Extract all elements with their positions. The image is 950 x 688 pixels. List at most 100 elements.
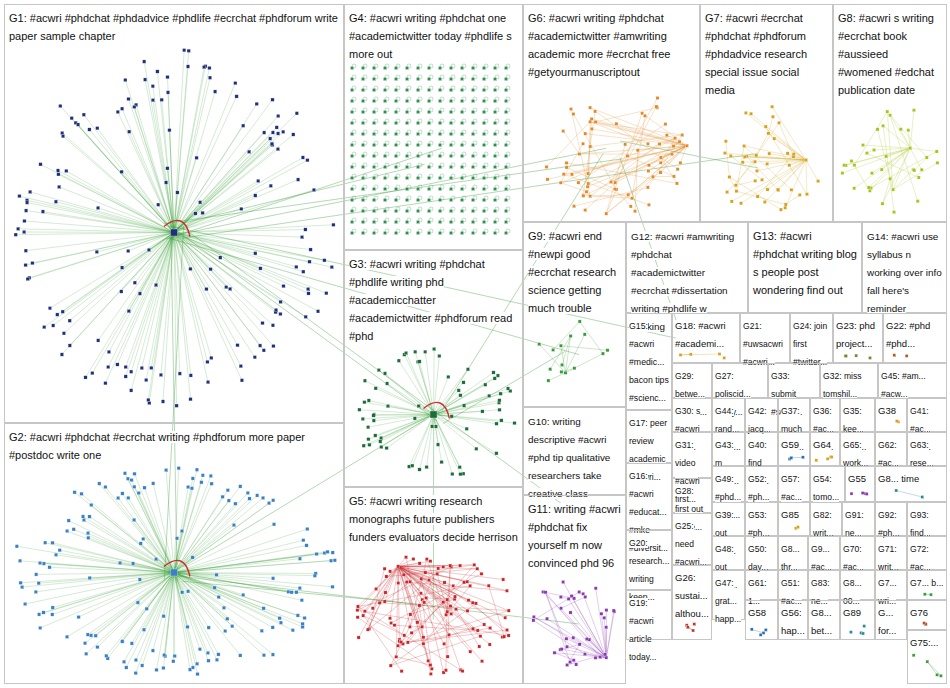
network-edge [174,560,335,572]
network-vertex [427,77,430,80]
network-vertex [271,131,274,134]
network-vertex [121,640,124,643]
network-vertex [201,211,204,214]
network-vertex [379,440,382,443]
network-edge [174,559,300,573]
network-vertex [589,120,592,123]
network-vertex [350,220,353,223]
network-edge [174,573,262,631]
network-edge [489,586,505,637]
network-edge [365,381,434,415]
network-vertex [446,598,449,601]
network-vertex [94,634,97,637]
network-vertex [406,641,409,644]
network-vertex [449,198,452,201]
network-vertex [450,415,453,418]
network-vertex [850,492,853,495]
network-vertex [545,617,548,620]
network-vertex [363,379,366,382]
network-edge [174,132,283,233]
network-vertex [236,344,239,347]
network-edge [606,612,614,658]
network-vertex [15,545,18,548]
network-vertex [56,313,59,316]
network-edge [174,233,332,268]
network-edge [464,574,482,583]
network-vertex [173,654,176,657]
network-edge [583,146,687,196]
network-edge [44,564,174,573]
network-vertex [372,414,375,417]
network-vertex [647,169,650,172]
network-vertex [383,176,386,179]
network-edge [174,233,260,269]
network-vertex [350,209,353,212]
network-edge [174,83,235,232]
network-vertex [298,586,301,589]
network-vertex [292,133,295,136]
network-vertex [482,132,485,135]
network-vertex [356,605,359,608]
network-vertex [371,607,374,610]
network-vertex [482,209,485,212]
network-vertex [493,99,496,102]
network-vertex [383,88,386,91]
network-vertex [788,164,791,167]
network-vertex [502,578,505,581]
network-vertex [449,88,452,91]
network-vertex [306,287,309,290]
network-edge [174,545,307,572]
network-vertex [766,162,769,165]
network-vertex [418,604,421,607]
network-edge [398,566,450,606]
network-edge [434,376,498,415]
network-vertex [586,185,589,188]
network-vertex [445,613,448,616]
network-edge [57,233,174,315]
network-vertex [357,636,360,639]
network-vertex [261,496,264,499]
network-vertex [162,615,165,618]
network-vertex [416,132,419,135]
network-edge [166,183,174,233]
network-vertex [23,602,26,605]
network-vertex [259,267,262,270]
network-edge [391,568,439,665]
network-edge [398,566,490,644]
network-vertex [303,616,306,619]
network-vertex [853,164,856,167]
network-edge [174,482,201,572]
network-edge [174,524,274,572]
network-vertex [361,110,364,113]
network-edge [358,607,402,672]
network-vertex [427,99,430,102]
network-vertex [801,456,804,459]
network-edge [174,233,206,290]
network-vertex [56,169,59,172]
network-vertex [267,501,270,504]
network-vertex [116,110,119,113]
network-vertex [565,166,568,169]
network-edge [543,592,606,658]
network-vertex [308,260,311,263]
network-vertex [89,634,92,637]
network-vertex [362,614,365,617]
network-edge [174,233,284,287]
network-edge [788,153,806,160]
network-vertex [829,455,832,458]
network-vertex [400,670,403,673]
network-edge [140,573,174,580]
network-vertex [394,187,397,190]
network-edge [883,148,911,204]
network-vertex [493,198,496,201]
network-vertex [627,193,630,196]
network-vertex [482,231,485,234]
network-vertex [270,142,273,145]
group-cluster [532,580,616,666]
network-vertex [277,114,280,117]
network-vertex [254,194,257,197]
network-vertex [383,209,386,212]
network-vertex [664,123,667,126]
network-vertex [372,154,375,157]
network-edge [363,566,398,615]
